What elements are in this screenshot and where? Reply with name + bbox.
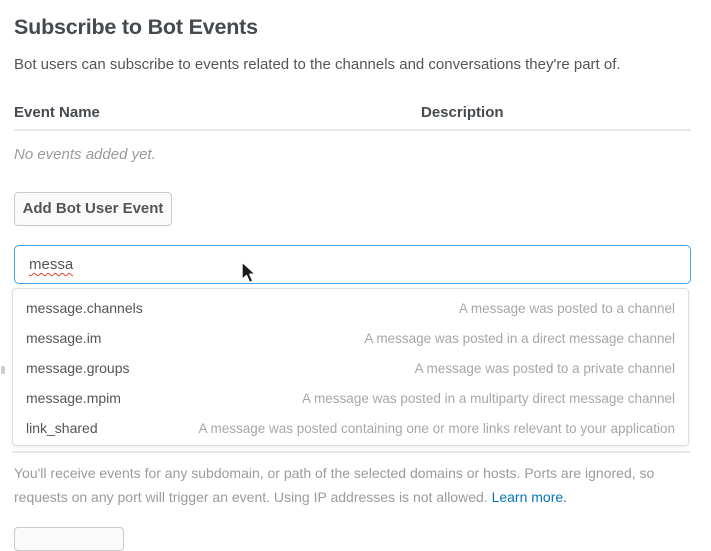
suggestion-description: A message was posted to a private channe…: [414, 360, 675, 376]
footer-note: You'll receive events for any subdomain,…: [14, 461, 694, 509]
suggestion-description: A message was posted in a direct message…: [364, 330, 675, 346]
section-divider: [12, 451, 690, 453]
table-header-divider: [14, 129, 691, 131]
footer-note-line1: You'll receive events for any subdomain,…: [14, 465, 655, 481]
suggestion-name: message.groups: [26, 360, 130, 376]
suggestion-description: A message was posted in a multiparty dir…: [302, 390, 675, 406]
suggestion-message-mpim[interactable]: message.mpim A message was posted in a m…: [13, 383, 688, 413]
column-header-event-name: Event Name: [14, 104, 100, 121]
page-subtitle: Bot users can subscribe to events relate…: [14, 56, 621, 73]
suggestion-name: link_shared: [26, 420, 98, 436]
suggestion-message-channels[interactable]: message.channels A message was posted to…: [13, 293, 688, 323]
suggestion-description: A message was posted to a channel: [458, 300, 675, 316]
suggestion-description: A message was posted containing one or m…: [198, 420, 675, 436]
event-search-input[interactable]: messa: [14, 245, 691, 284]
partial-bottom-button[interactable]: [14, 527, 124, 551]
suggestion-name: message.im: [26, 330, 102, 346]
suggestion-name: message.channels: [26, 300, 143, 316]
occluded-text-fragment: [1, 366, 5, 374]
learn-more-link[interactable]: Learn more.: [491, 489, 568, 505]
suggestion-message-im[interactable]: message.im A message was posted in a dir…: [13, 323, 688, 353]
footer-note-line2: requests on any port will trigger an eve…: [14, 489, 488, 505]
event-suggestions-dropdown: message.channels A message was posted to…: [12, 288, 689, 446]
page-title: Subscribe to Bot Events: [14, 15, 258, 39]
empty-events-message: No events added yet.: [14, 146, 156, 163]
suggestion-message-groups[interactable]: message.groups A message was posted to a…: [13, 353, 688, 383]
suggestion-link-shared[interactable]: link_shared A message was posted contain…: [13, 413, 688, 443]
add-bot-user-event-button[interactable]: Add Bot User Event: [14, 192, 172, 226]
event-search-input-value: messa: [29, 256, 74, 273]
suggestion-name: message.mpim: [26, 390, 121, 406]
column-header-description: Description: [421, 104, 504, 121]
